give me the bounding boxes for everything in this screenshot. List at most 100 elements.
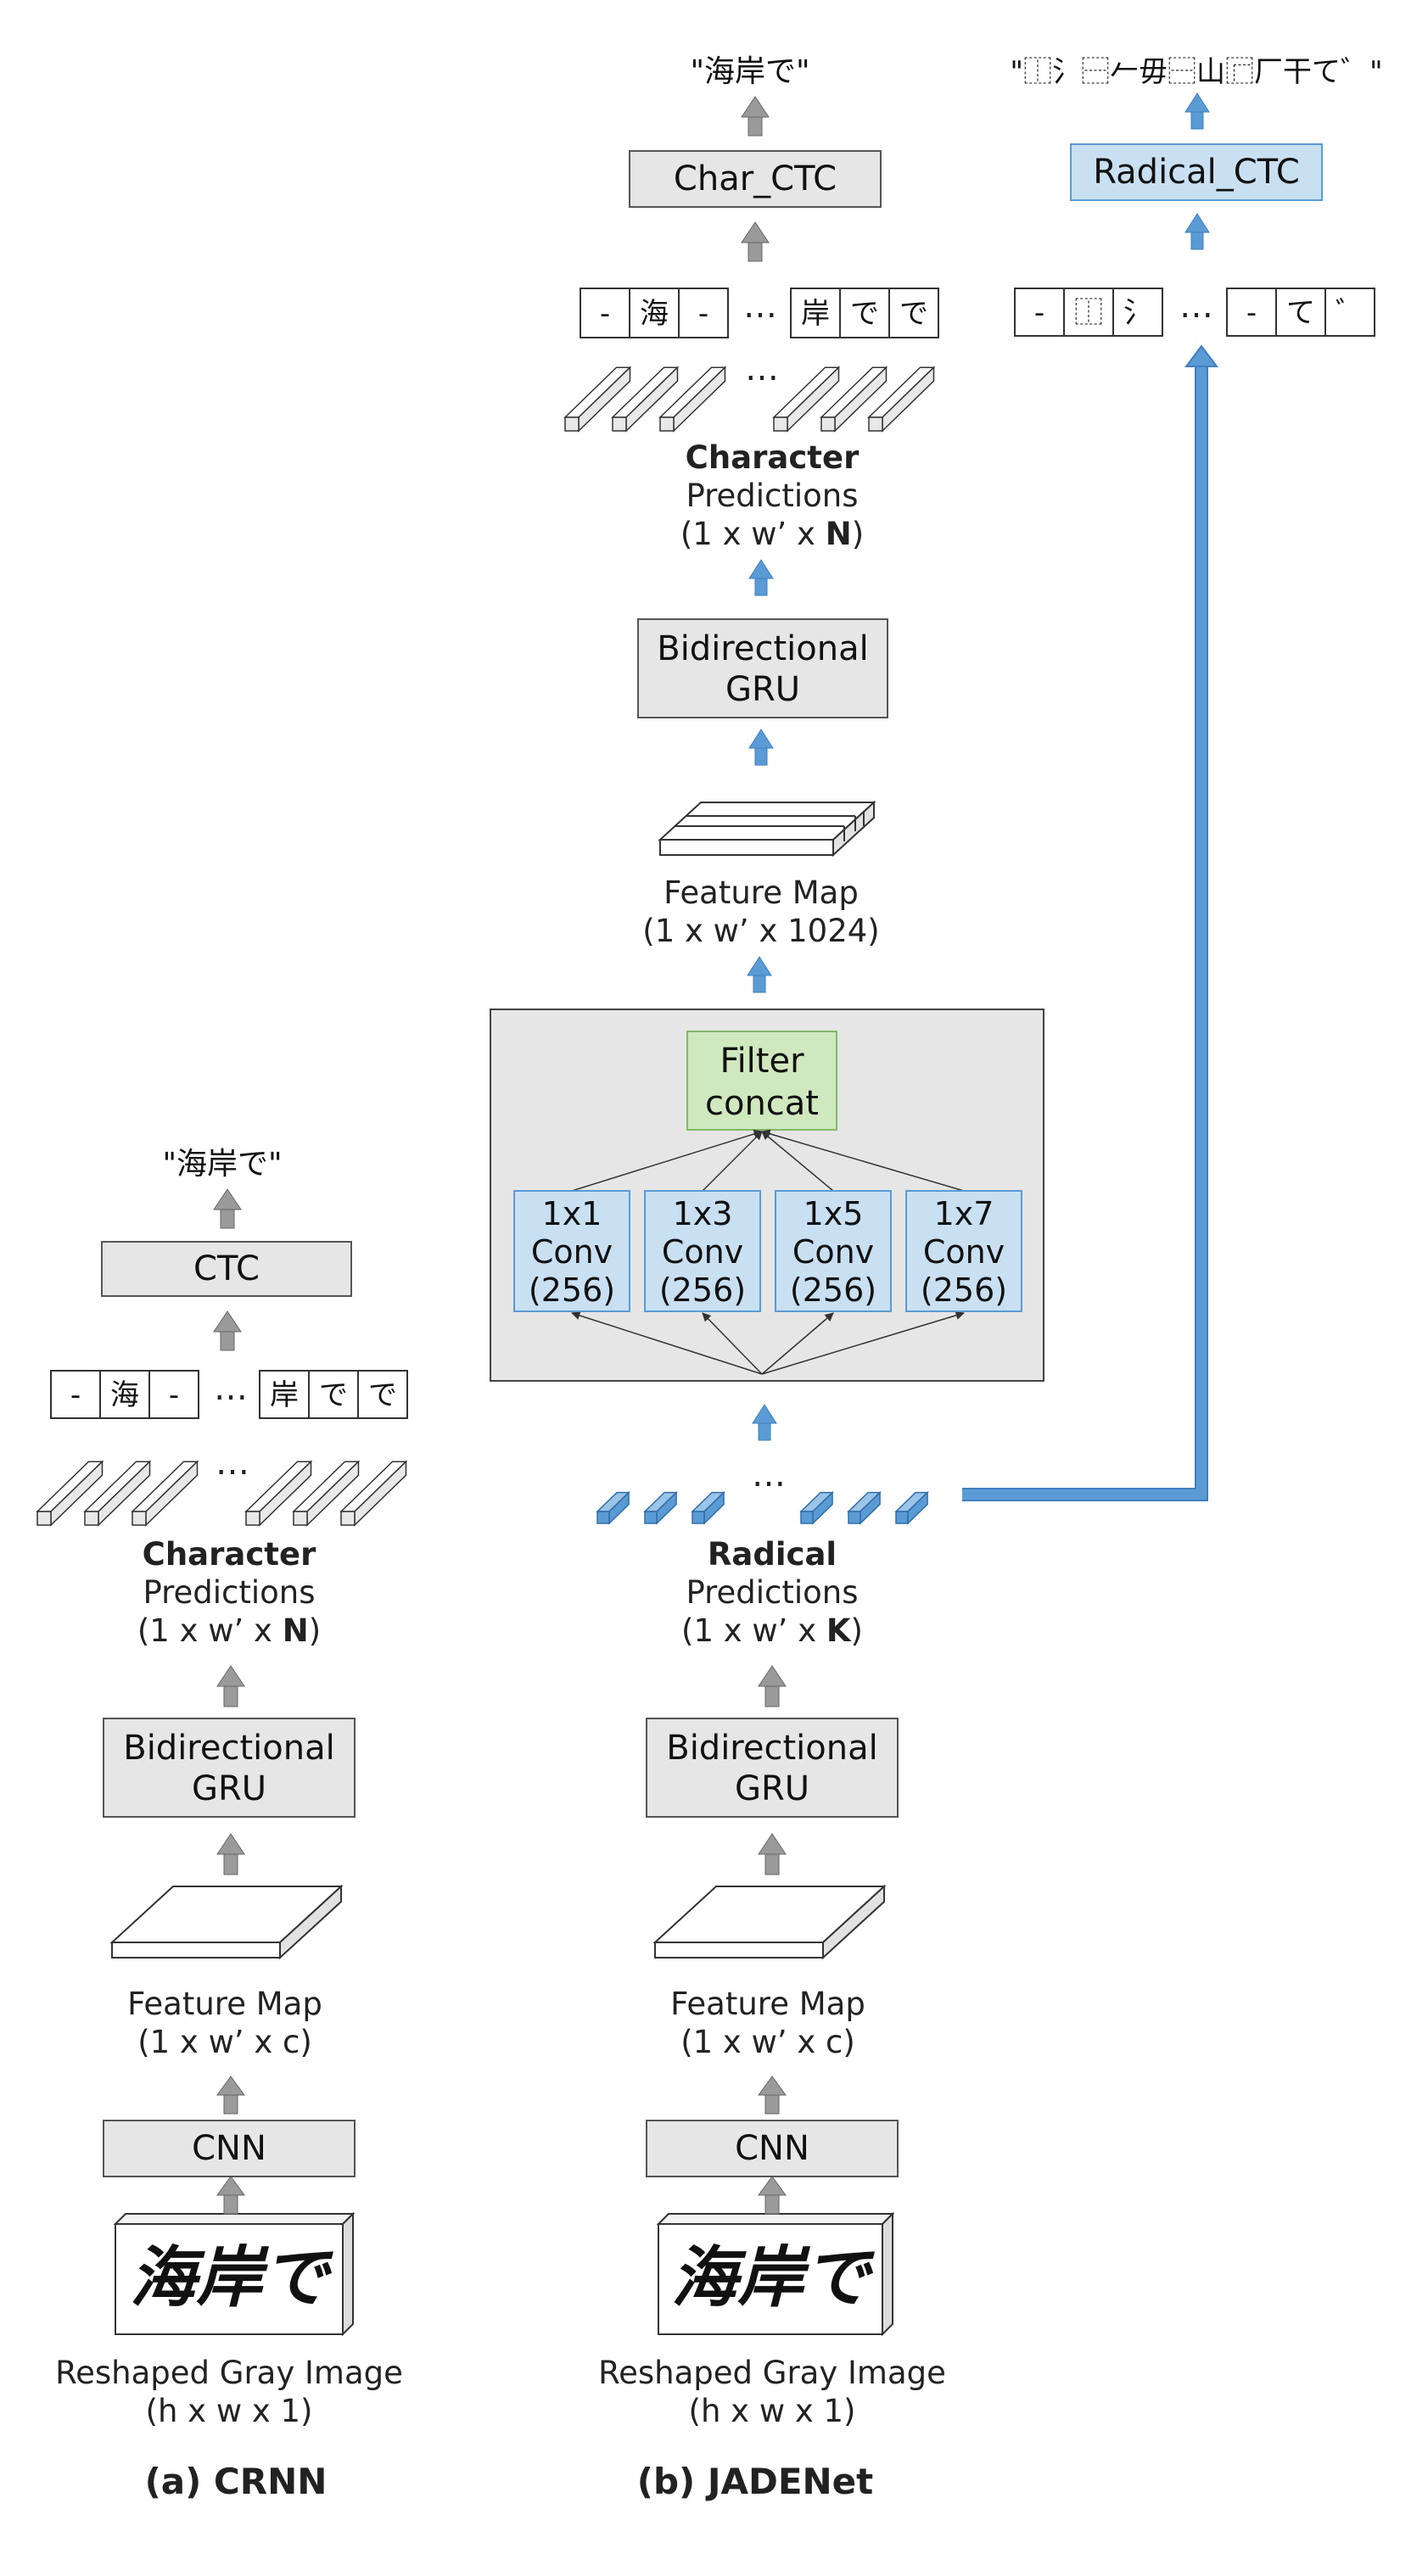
jadenet-gru2-box [637, 618, 888, 718]
prediction-bar [131, 1460, 199, 1527]
crnn-column: 海岸で Reshaped Gray Image (h x w x 1) CNN … [36, 1147, 408, 2502]
crnn-feature-map [109, 1884, 344, 1960]
char-output-text: "海岸で" [690, 54, 809, 89]
jadenet-arrow-4 [758, 1665, 787, 1707]
conv-kernel-label: 1x5 [804, 1195, 864, 1232]
conv-kernel-label: 1x3 [673, 1195, 733, 1232]
prediction-bar [867, 366, 936, 433]
radical-skip-connection [962, 344, 1218, 1501]
conv-kernel-label: 1x7 [934, 1195, 994, 1232]
jadenet-char-pred-title: Character [686, 439, 860, 476]
jadenet-arrow-5 [752, 1404, 777, 1441]
crnn-pred-title: Character [143, 1536, 316, 1573]
jadenet-radical-shape: (1 x w’ x K) [681, 1612, 863, 1649]
crnn-seq-cell: - [169, 1378, 179, 1412]
crnn-cnn-box [103, 2120, 356, 2177]
conv-box [905, 1190, 1022, 1312]
crnn-ctc-label: CTC [193, 1249, 260, 1288]
jadenet-gru2-label-1: Bidirectional [657, 629, 868, 668]
crnn-arrow-3 [216, 1833, 245, 1875]
crnn-arrow-1 [216, 2176, 245, 2215]
concat-connector [571, 1129, 764, 1192]
filter-concat-label-2: concat [705, 1084, 819, 1123]
crnn-arrow-6 [213, 1188, 242, 1229]
jadenet-gru-label-1: Bidirectional [666, 1729, 877, 1768]
jadenet-feature-map [652, 1884, 887, 1960]
radical-seq-cell: 氵 [1123, 296, 1152, 330]
jadenet-radical-label: Predictions [686, 1574, 858, 1611]
crnn-sequence-right: 岸 で で [259, 1370, 408, 1419]
crnn-seq-cell: 岸 [270, 1378, 299, 1412]
jadenet-feature-map2-label: Feature Map [664, 874, 859, 911]
crnn-feature-map-shape: (1 x w’ x c) [137, 2024, 312, 2060]
jadenet-char-sequence-right: 岸 で で [790, 288, 939, 338]
prediction-bar [339, 1460, 408, 1527]
prediction-bar [691, 1490, 725, 1525]
prediction-bar [244, 1460, 313, 1527]
conv-connector [571, 1310, 763, 1375]
prediction-bar [36, 1460, 104, 1527]
radical-ctc-label: Radical_CTC [1093, 153, 1300, 192]
crnn-bars-ellipsis: … [216, 1444, 249, 1483]
crnn-seq-cell: で [319, 1378, 348, 1412]
radical-seq-cell: ゛ [1336, 296, 1364, 330]
jadenet-arrow-8 [748, 559, 774, 596]
prediction-bar [563, 366, 632, 433]
conv-name-label: Conv [531, 1233, 613, 1271]
crnn-output-text: "海岸で" [162, 1147, 282, 1182]
radical-seq-cell: - [1034, 296, 1044, 330]
prediction-bar [658, 366, 727, 433]
jadenet-char-seq-cell: - [698, 297, 708, 331]
jadenet-feature-map2 [658, 800, 876, 858]
crnn-input-shape: (h x w x 1) [146, 2393, 313, 2429]
crnn-input-image-text: 海岸で [130, 2239, 333, 2316]
jadenet-input-shape: (h x w x 1) [689, 2393, 856, 2429]
jadenet-char-pred-label: Predictions [686, 478, 858, 514]
jadenet-input-label: Reshaped Gray Image [598, 2355, 946, 2391]
radical-seq-cell: て [1286, 296, 1315, 330]
jadenet-arrow-7 [748, 729, 774, 766]
crnn-seq-cell: - [70, 1378, 81, 1412]
jadenet-gru-label-2: GRU [735, 1769, 809, 1808]
jadenet-caption: (b) JADENet [637, 2461, 873, 2502]
jadenet-char-prediction-bars [563, 366, 936, 433]
conv-channels-label: (256) [921, 1271, 1007, 1309]
crnn-seq-ellipsis: … [214, 1369, 248, 1408]
radical-ctc-box [1070, 143, 1323, 201]
jadenet-radical-bars [596, 1490, 929, 1525]
crnn-arrow-2 [216, 2076, 245, 2115]
prediction-bar [643, 1490, 678, 1525]
crnn-gru-label-1: Bidirectional [123, 1729, 334, 1768]
jadenet-char-seq-cell: 海 [640, 297, 669, 331]
conv-name-label: Conv [792, 1233, 874, 1271]
prediction-bar [611, 366, 680, 433]
crnn-seq-cell: で [368, 1378, 397, 1412]
conv-box [775, 1190, 892, 1312]
prediction-bar [772, 366, 841, 433]
conv-box [513, 1190, 630, 1312]
radical-seq-cell: ⿰ [1074, 296, 1103, 330]
char-ctc-label: Char_CTC [674, 159, 837, 198]
prediction-bar [799, 1490, 834, 1525]
conv-name-label: Conv [923, 1233, 1005, 1271]
crnn-seq-cell: 海 [110, 1378, 139, 1412]
jadenet-char-seq-ellipsis: … [743, 287, 777, 326]
crnn-cnn-label: CNN [192, 2129, 266, 2168]
filter-concat-box [686, 1031, 837, 1131]
jadenet-char-bars-ellipsis: … [745, 349, 779, 388]
prediction-bar [894, 1490, 929, 1525]
jadenet-arrow-3 [758, 1833, 787, 1875]
prediction-bar [596, 1490, 630, 1525]
jadenet-arrow-6 [747, 956, 772, 993]
crnn-gru-box [103, 1718, 356, 1818]
crnn-sequence-left: - 海 - [50, 1370, 199, 1419]
jadenet-cnn-label: CNN [735, 2129, 809, 2168]
jadenet-feature-map-label: Feature Map [670, 1986, 865, 2022]
crnn-feature-map-label: Feature Map [127, 1986, 322, 2022]
jadenet-char-seq-cell: で [899, 297, 928, 331]
radical-sequence-right: - て ゛ [1226, 288, 1375, 337]
crnn-ctc-box [101, 1241, 352, 1297]
crnn-input-image: 海岸で [113, 2211, 356, 2337]
conv-kernel-label: 1x1 [542, 1195, 602, 1232]
